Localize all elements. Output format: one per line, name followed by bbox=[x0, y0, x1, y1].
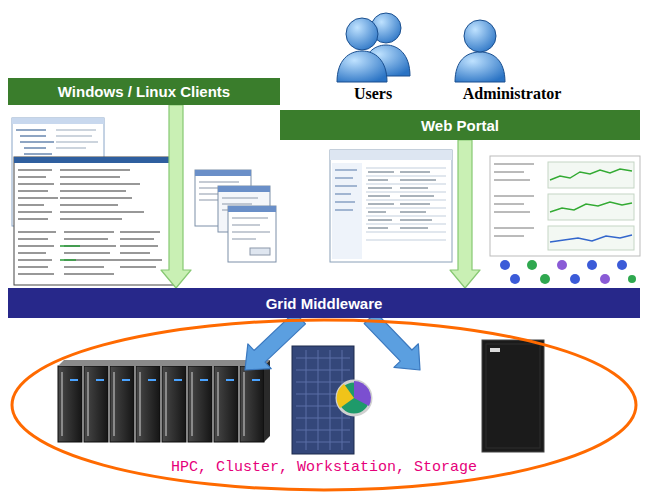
client-screenshot-part bbox=[60, 246, 80, 260]
portal-screenshot bbox=[330, 150, 452, 262]
storage-cabinet-part bbox=[486, 344, 540, 448]
monitor-screenshot-part bbox=[548, 226, 634, 250]
monitor-screenshot-part bbox=[550, 235, 632, 242]
monitor-screenshot-part bbox=[540, 274, 550, 284]
dialog-screenshots-part bbox=[232, 218, 270, 239]
monitor-screenshot-part bbox=[550, 169, 632, 180]
monitor-screenshot-part bbox=[494, 164, 534, 236]
storage-cabinet-part bbox=[490, 348, 500, 352]
users-icon bbox=[337, 13, 410, 82]
administrator-icon-part bbox=[464, 20, 496, 52]
users-icon-part bbox=[346, 18, 378, 50]
client-screenshot-part bbox=[14, 157, 174, 163]
storage-cabinet bbox=[482, 340, 544, 452]
cluster-racks-part bbox=[58, 360, 270, 366]
band-label: Grid Middleware bbox=[266, 295, 383, 312]
monitor-screenshot-part bbox=[500, 260, 510, 270]
monitor-screenshot bbox=[490, 156, 640, 284]
dialog-screenshots-part bbox=[228, 206, 276, 262]
users-icon-part bbox=[337, 51, 387, 82]
resource-ellipse: HPC, Cluster, Workstation, Storage bbox=[10, 318, 638, 492]
monitor-screenshot-part bbox=[600, 274, 610, 284]
client-band: Windows / Linux Clients bbox=[8, 78, 280, 105]
workstation-machine bbox=[292, 346, 371, 454]
storage-cabinet-part bbox=[482, 340, 544, 452]
workstation-machine-part bbox=[337, 381, 371, 415]
dialog-screenshots-part bbox=[228, 206, 276, 212]
monitor-screenshot-part bbox=[628, 275, 636, 283]
portal-screenshot-part bbox=[368, 172, 436, 228]
resource-caption: HPC, Cluster, Workstation, Storage bbox=[171, 459, 477, 476]
administrator-icon bbox=[455, 20, 505, 82]
ellipse-outline-shape bbox=[12, 320, 636, 490]
monitor-screenshot-part bbox=[570, 274, 580, 284]
monitor-screenshot-part bbox=[550, 202, 632, 212]
monitor-screenshot-part bbox=[548, 194, 634, 220]
dialog-screenshots-part bbox=[195, 170, 251, 176]
dialog-screenshots-part bbox=[218, 186, 270, 192]
role-label: Users bbox=[354, 85, 392, 103]
portal-screenshot-part bbox=[330, 150, 452, 262]
client-screenshot-part bbox=[18, 170, 162, 274]
portal-screenshot-part bbox=[366, 168, 446, 240]
client-screenshot-part bbox=[12, 118, 104, 124]
client-screenshot-part bbox=[56, 130, 98, 148]
workstation-machine-part bbox=[292, 346, 354, 454]
client-screenshot bbox=[12, 118, 174, 285]
cluster-racks-part bbox=[70, 379, 260, 381]
portal-band: Web Portal bbox=[280, 110, 640, 140]
dialog-screenshots-part bbox=[250, 248, 270, 255]
dialog-screenshots bbox=[195, 170, 276, 262]
administrator-icon-part bbox=[455, 52, 505, 82]
portal-screenshot-part bbox=[332, 163, 362, 259]
monitor-screenshot-part bbox=[510, 274, 520, 284]
band-label: Windows / Linux Clients bbox=[58, 83, 230, 100]
client-screenshot-part bbox=[14, 157, 174, 285]
monitor-screenshot-part bbox=[617, 260, 627, 270]
monitor-screenshot-part bbox=[490, 156, 640, 256]
band-label: Web Portal bbox=[421, 117, 499, 134]
monitor-screenshot-part bbox=[527, 260, 537, 270]
monitor-screenshot-part bbox=[548, 162, 634, 188]
role-label: Administrator bbox=[463, 85, 562, 103]
cluster-racks-part bbox=[264, 360, 270, 442]
monitor-screenshot-part bbox=[557, 260, 567, 270]
flow-arrow bbox=[450, 140, 480, 288]
portal-screenshot-part bbox=[335, 170, 357, 210]
cluster-racks bbox=[58, 360, 270, 442]
monitor-screenshot-part bbox=[587, 260, 597, 270]
portal-screenshot-part bbox=[330, 150, 452, 160]
workstation-machine-part bbox=[354, 381, 371, 406]
flow-arrow bbox=[161, 105, 191, 288]
workstation-machine-part bbox=[337, 384, 354, 408]
middleware-band: Grid Middleware bbox=[8, 288, 640, 318]
cluster-racks-part bbox=[62, 372, 244, 436]
